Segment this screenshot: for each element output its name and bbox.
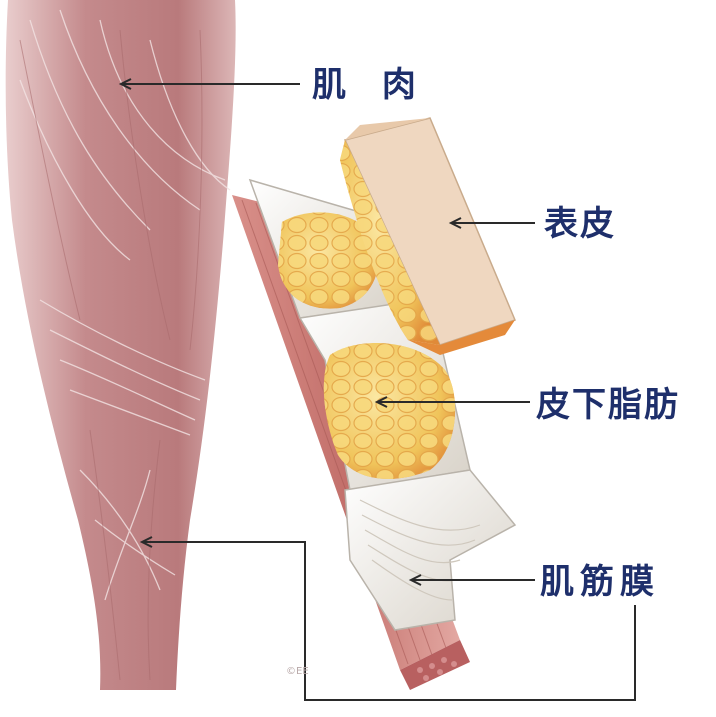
- label-muscle: 肌 肉: [312, 65, 428, 105]
- pointer-fascia: [139, 536, 636, 701]
- pointer-lines: [118, 78, 636, 701]
- watermark: ©EE: [286, 666, 309, 677]
- epidermis-block: [340, 117, 517, 355]
- label-epidermis: 表皮: [544, 204, 616, 244]
- pointer-epidermis: [448, 217, 535, 229]
- subcutaneous-fat-clusters: [278, 212, 456, 479]
- pointer-muscle: [118, 78, 300, 90]
- label-subcutaneous-fat: 皮下脂肪: [536, 385, 680, 425]
- label-fascia: 肌筋膜: [540, 562, 660, 602]
- pointer-subcutaneous-fat: [374, 396, 530, 408]
- leg-muscle-illustration: [5, 0, 236, 690]
